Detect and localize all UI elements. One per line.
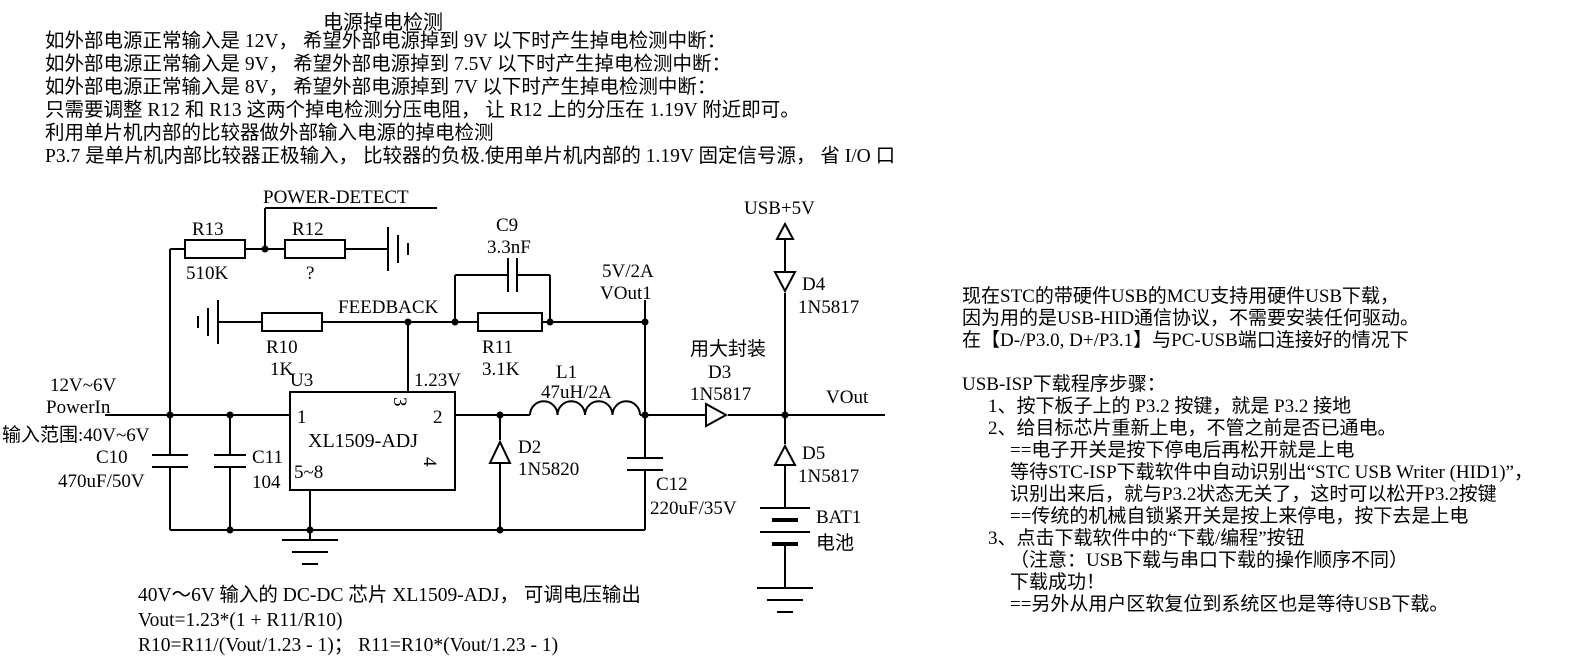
c12-name: C12 xyxy=(656,474,688,495)
usb-power-flag-icon xyxy=(775,221,795,240)
circuit-wiring xyxy=(105,207,885,588)
header-line: 如外部电源正常输入是 12V， 希望外部电源掉到 9V 以下时产生掉电检测中断： xyxy=(45,31,727,52)
schematic-labels: POWER-DETECT R13 510K R12 ? C9 3.3nF R10… xyxy=(2,187,869,554)
usb-isp-notes: 现在STC的带硬件USB的MCU支持用硬件USB下载， 因为用的是USB-HID… xyxy=(962,286,1533,616)
chip-u3 xyxy=(289,391,456,491)
powerin-label: PowerIn xyxy=(46,397,111,418)
usb-note-line: 现在STC的带硬件USB的MCU支持用硬件USB下载， xyxy=(962,286,1400,307)
r13-name: R13 xyxy=(192,219,224,240)
usb-note-line: 等待STC-ISP下载软件中自动识别出“STC USB Writer (HID1… xyxy=(1010,462,1533,483)
resistor-r11 xyxy=(477,312,543,332)
usb-note-line: ==电子开关是按下停电后再松开就是上电 xyxy=(1010,440,1355,461)
capacitor-c10 xyxy=(152,454,188,468)
bat1-name: BAT1 xyxy=(816,507,861,528)
c10-value: 470uF/50V xyxy=(58,471,145,492)
c11-value: 104 xyxy=(252,472,281,493)
r12-value: ? xyxy=(306,263,314,284)
u3-vref-label: 1.23V xyxy=(414,370,461,391)
l1-value: 47uH/2A xyxy=(541,382,612,403)
usb-note-line: 因为用的是USB-HID通信协议，不需要安装任何驱动。 xyxy=(962,308,1420,329)
d5-value: 1N5817 xyxy=(798,466,859,487)
ground-symbol-feedback xyxy=(197,300,219,344)
power-detect-label: POWER-DETECT xyxy=(263,187,409,208)
c11-name: C11 xyxy=(252,447,283,468)
r10-name: R10 xyxy=(266,337,298,358)
input-range-label: 输入范围:40V~6V xyxy=(2,424,150,446)
d2-value: 1N5820 xyxy=(518,459,579,480)
usb-note-line: 识别出来后，就与P3.2状态无关了，这时可以松开P3.2按键 xyxy=(1010,484,1497,505)
c9-name: C9 xyxy=(496,215,518,236)
r11-name: R11 xyxy=(482,337,513,358)
diode-d2-symbol xyxy=(488,439,512,464)
junction-dots xyxy=(166,245,789,534)
feedback-label: FEEDBACK xyxy=(338,297,439,318)
c9-value: 3.3nF xyxy=(487,237,531,258)
u3-pin1-label: 1 xyxy=(297,407,307,428)
d4-value: 1N5817 xyxy=(798,297,859,318)
circuit-schematic: POWER-DETECT R13 510K R12 ? C9 3.3nF R10… xyxy=(2,187,885,613)
input-voltage-label: 12V~6V xyxy=(50,375,117,396)
c10-name: C10 xyxy=(96,447,128,468)
u3-pin4-label: 4 xyxy=(419,457,440,467)
u3-part-label: XL1509-ADJ xyxy=(308,430,418,452)
battery-bat1-symbol xyxy=(760,507,810,546)
header-line: 如外部电源正常输入是 8V， 希望外部电源掉到 7V 以下时产生掉电检测中断： xyxy=(45,77,717,98)
header-line: 如外部电源正常输入是 9V， 希望外部电源掉到 7.5V 以下时产生掉电检测中断… xyxy=(45,54,731,75)
usb-note-line: 在【D-/P3.0, D+/P3.1】与PC-USB端口连接好的情况下 xyxy=(962,330,1409,351)
usb-note-line: 1、按下板子上的 P3.2 按键，就是 P3.2 接地 xyxy=(988,396,1352,417)
header-line: P3.7 是单片机内部比较器正极输入， 比较器的负极.使用单片机内部的 1.19… xyxy=(45,146,896,167)
capacitor-c12 xyxy=(627,457,663,471)
header-line: 只需要调整 R12 和 R13 这两个掉电检测分压电阻， 让 R12 上的分压在… xyxy=(45,100,800,121)
u3-pin3-label: 3 xyxy=(389,397,410,407)
u3-pin2-label: 2 xyxy=(433,407,443,428)
usb-note-line xyxy=(962,352,1533,374)
formula-line: Vout=1.23*(1 + R11/R10) xyxy=(138,610,343,631)
ground-symbol-battery xyxy=(757,587,813,613)
ground-symbol-center xyxy=(282,539,338,565)
c12-value: 220uF/35V xyxy=(650,498,737,519)
vout1-label: VOut1 xyxy=(600,283,652,304)
r13-value: 510K xyxy=(186,263,229,284)
formula-notes: 40V～6V 输入的 DC-DC 芯片 XL1509-ADJ， 可调电压输出 V… xyxy=(138,583,641,658)
u3-ref-label: U3 xyxy=(290,370,313,391)
d5-name: D5 xyxy=(802,443,825,464)
resistor-r10 xyxy=(261,312,323,332)
vout-label: VOut xyxy=(826,387,869,408)
page-title: 电源掉电检测 xyxy=(323,12,443,34)
r12-name: R12 xyxy=(292,219,324,240)
formula-line: R10=R11/(Vout/1.23 - 1)； R11=R10*(Vout/1… xyxy=(138,635,559,656)
inductor-l1-coil xyxy=(529,400,641,416)
diode-d5-symbol xyxy=(773,443,797,466)
d4-name: D4 xyxy=(802,274,826,295)
d2-name: D2 xyxy=(518,437,541,458)
d3-package-note: 用大封装 xyxy=(690,338,766,360)
usb-note-line: 下载成功！ xyxy=(1010,572,1106,593)
usb-note-line: ==另外从用户区软复位到系统区也是等待USB下载。 xyxy=(1010,594,1449,615)
formula-line: 40V～6V 输入的 DC-DC 芯片 XL1509-ADJ， 可调电压输出 xyxy=(138,585,641,606)
bat1-value: 电池 xyxy=(816,532,854,554)
resistor-r13 xyxy=(184,239,246,259)
d3-name: D3 xyxy=(708,362,731,383)
header-line: 利用单片机内部的比较器做外部输入电源的掉电检测 xyxy=(45,123,494,144)
capacitor-c11 xyxy=(214,454,246,468)
usb-5v-label: USB+5V xyxy=(744,198,815,219)
usb-note-line: ==传统的机械自锁紧开关是按上来停电，按下去是上电 xyxy=(1010,506,1469,527)
usb-note-line: （注意：USB下载与串口下载的操作顺序不同） xyxy=(1010,550,1408,571)
header-notes: 如外部电源正常输入是 12V， 希望外部电源掉到 9V 以下时产生掉电检测中断：… xyxy=(45,30,895,168)
capacitor-c9 xyxy=(507,258,518,292)
usb-note-line: USB-ISP下载程序步骤： xyxy=(962,374,1166,395)
ground-symbol-r12 xyxy=(387,227,409,271)
u3-pin58-label: 5~8 xyxy=(294,462,323,483)
r10-value: 1K xyxy=(270,359,294,380)
vout1-rating: 5V/2A xyxy=(602,261,654,282)
l1-name: L1 xyxy=(556,362,577,383)
usb-note-line: 2、给目标芯片重新上电，不管之前是否已通电。 xyxy=(988,418,1397,439)
resistor-r12 xyxy=(284,239,346,259)
d3-value: 1N5817 xyxy=(690,384,751,405)
diode-d4-symbol xyxy=(773,271,797,294)
r11-value: 3.1K xyxy=(482,359,520,380)
usb-note-line: 3、点击下载软件中的“下载/编程”按钮 xyxy=(988,528,1305,549)
diode-d3-symbol xyxy=(705,402,729,428)
